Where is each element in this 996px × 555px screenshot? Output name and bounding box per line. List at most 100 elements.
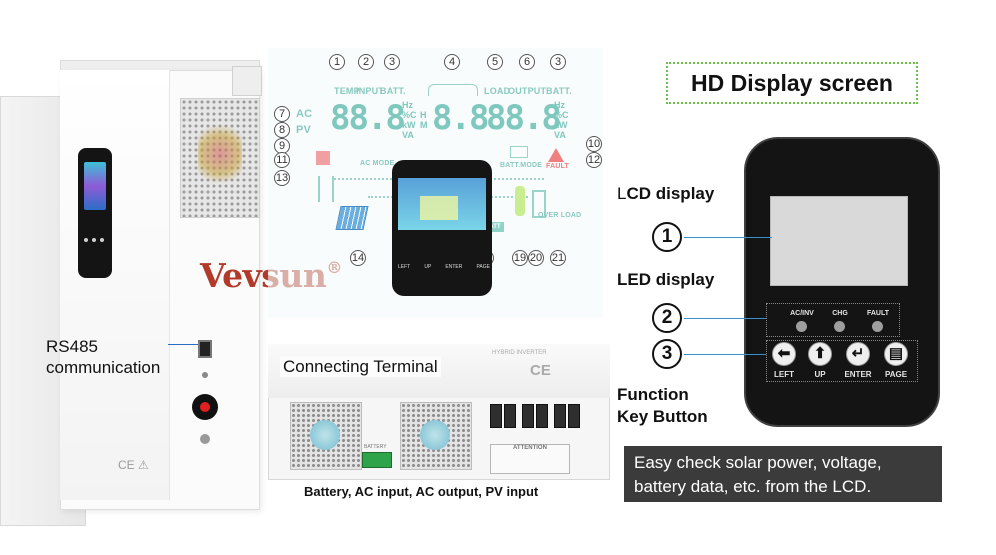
hd-display-badge: HD Display screen	[666, 62, 918, 104]
rs485-label-line1: RS485	[46, 337, 98, 356]
callout-21: 21	[550, 250, 566, 266]
ce-mark: CE ⚠	[118, 458, 149, 472]
rs485-label: RS485 communication	[46, 336, 160, 378]
lcd-label-ac: AC	[296, 108, 313, 120]
callout-13: 13	[274, 170, 290, 186]
load-level-icon	[532, 190, 546, 218]
mini-button	[84, 238, 88, 242]
breaker	[490, 404, 502, 428]
lcd-label-batt-mode: BATT.MODE	[500, 162, 543, 169]
battery-mode-icon	[510, 146, 528, 158]
led-label-ac-inv: AC/INV	[790, 310, 814, 317]
lcd-digits-mid: 8.8	[432, 98, 489, 138]
key-label-left: LEFT	[774, 370, 794, 379]
led-indicator-strip	[766, 303, 900, 337]
callout-1: 1	[329, 54, 345, 70]
unit-percent-c: %C	[554, 110, 569, 120]
led-label-fault: FAULT	[866, 310, 890, 317]
key-label-page: PAGE	[884, 370, 908, 379]
lcd-units-mid: H M	[420, 110, 428, 130]
fan-glimpse	[198, 118, 242, 190]
callout-3: 3	[384, 54, 400, 70]
overlay-key-left: LEFT	[398, 264, 411, 270]
key-label-up: UP	[814, 370, 826, 379]
attention-text: ATTENTION	[513, 445, 547, 451]
lcd-label-batt: BATT.	[380, 86, 406, 96]
lcd-units-right: Hz %C kW VA	[554, 100, 569, 140]
device-lcd-screen	[770, 196, 908, 286]
battery-terminal-block	[362, 452, 392, 468]
callout-12: 12	[586, 152, 602, 168]
rs485-pointer-line	[168, 344, 198, 345]
lcd-display-label: LCD display	[617, 183, 714, 205]
lcd-label-input: INPUT	[356, 86, 384, 96]
lcd-units-left: Hz %C kW VA	[402, 100, 417, 140]
inverter-mini-lcd	[84, 162, 106, 210]
overlay-key-up: UP	[424, 264, 432, 270]
unit-hz: Hz	[402, 100, 413, 110]
cooling-fan-right	[400, 402, 472, 470]
overlay-key-page: PAGE	[476, 264, 490, 270]
bulb-icon	[515, 186, 525, 216]
unit-kw: kW	[554, 120, 568, 130]
unit-percent-c: %C	[402, 110, 417, 120]
led-ac-inv	[796, 321, 807, 332]
led-display-label: LED display	[617, 270, 715, 289]
lcd-label-temp: TEMP	[334, 86, 360, 96]
callout-4: 4	[444, 54, 460, 70]
unit-va: VA	[402, 130, 414, 140]
callout-lcd-line	[684, 237, 772, 238]
battery-terminal-label: BATTERY	[364, 444, 387, 450]
led-label-chg: CHG	[832, 310, 848, 317]
callout-2: 2	[358, 54, 374, 70]
lcd-label-load: LOAD	[484, 86, 511, 96]
lcd-time-bracket	[428, 84, 478, 96]
unit-kw: kW	[402, 120, 416, 130]
attention-sticker: ATTENTION	[490, 444, 570, 474]
function-key-strip	[766, 340, 918, 382]
unit-hz: Hz	[554, 100, 565, 110]
lcd-digits-left: 88.8	[330, 98, 406, 138]
mini-button	[100, 238, 104, 242]
breaker	[536, 404, 548, 428]
grid-tower-icon	[318, 176, 334, 202]
terminal-panel-title: HYBRID INVERTER	[492, 350, 547, 356]
up-arrow-icon[interactable]: ⬆	[808, 342, 832, 366]
mini-button	[92, 238, 96, 242]
breaker	[504, 404, 516, 428]
callout-5: 5	[487, 54, 503, 70]
callout-led-line	[684, 318, 766, 319]
enter-icon[interactable]: ↵	[846, 342, 870, 366]
info-caption-box: Easy check solar power, voltage, battery…	[624, 446, 942, 502]
solar-panel-icon	[335, 206, 369, 230]
unit-va: VA	[554, 130, 566, 140]
function-key-label: Function Key Button	[617, 384, 708, 428]
fan-blade-right	[420, 420, 450, 450]
page-icon[interactable]: ▤	[884, 342, 908, 366]
callout-3b: 3	[550, 54, 566, 70]
terminal-ce-mark: CE	[530, 362, 551, 379]
callout-9: 9	[274, 138, 290, 154]
key-label-enter: ENTER	[844, 370, 872, 379]
callout-10: 10	[586, 136, 602, 152]
callout-6: 6	[519, 54, 535, 70]
terminal-caption: Battery, AC input, AC output, PV input	[304, 484, 539, 499]
callout-lcd: 1	[652, 222, 682, 252]
overlay-battery-icon	[420, 196, 458, 220]
breaker	[554, 404, 566, 428]
lcd-digits-right: 88.8	[486, 98, 562, 138]
left-arrow-icon[interactable]: ⬅	[772, 342, 796, 366]
rs485-port	[198, 340, 212, 358]
callout-20: 20	[528, 250, 544, 266]
info-line1: Easy check solar power, voltage,	[634, 453, 882, 472]
rs485-label-line2: communication	[46, 358, 161, 377]
led-fault	[872, 321, 883, 332]
lcd-label-batt-2: BATT.	[546, 86, 572, 96]
callout-8: 8	[274, 122, 290, 138]
lcd-label-pv: PV	[296, 124, 312, 136]
callout-led: 2	[652, 303, 682, 333]
lcd-label-fault: FAULT	[546, 163, 570, 170]
callout-14: 14	[350, 250, 366, 266]
port-screw	[202, 372, 208, 378]
mounting-bracket	[232, 66, 262, 96]
